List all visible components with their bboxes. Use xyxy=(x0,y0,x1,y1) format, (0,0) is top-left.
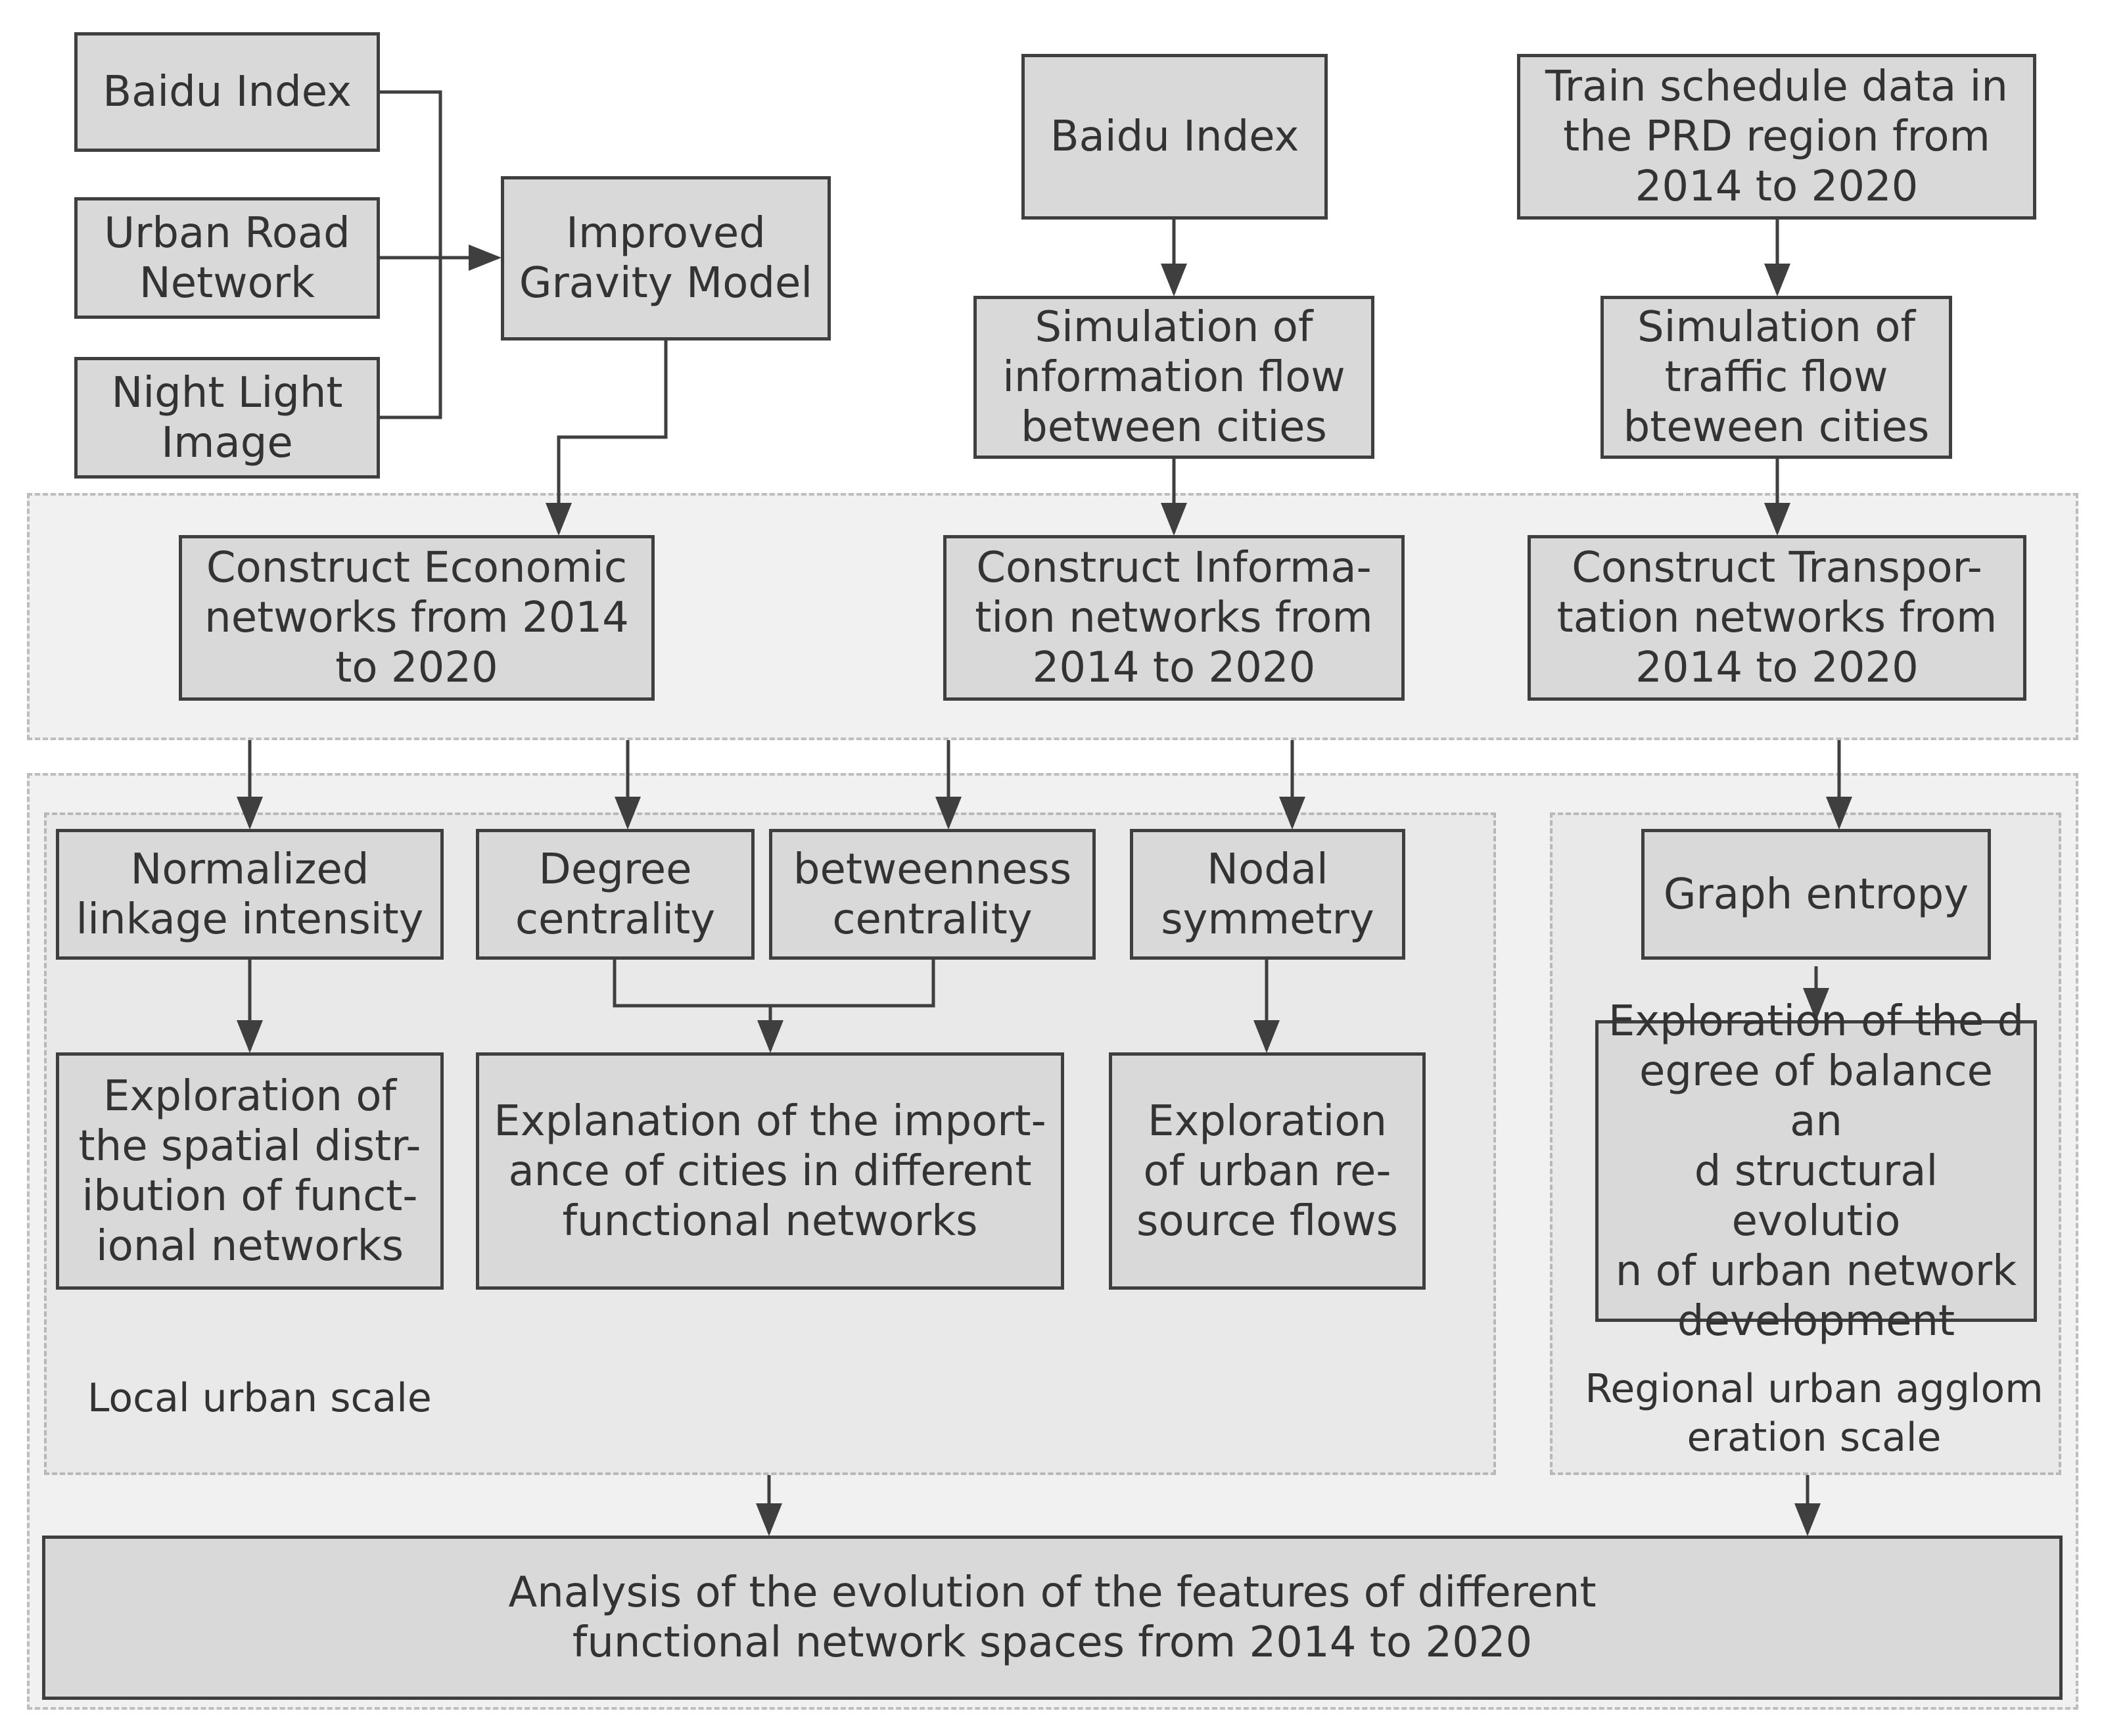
info-flow-simulation-box: Simulation of information flow between c… xyxy=(973,296,1374,459)
baidu-index-center-box: Baidu Index xyxy=(1021,54,1328,220)
improved-gravity-model-box: Improved Gravity Model xyxy=(501,176,831,340)
graph-entropy-box: Graph entropy xyxy=(1641,829,1991,960)
degree-centrality-box: Degree centrality xyxy=(476,829,755,960)
traffic-flow-simulation-box: Simulation of traffic flow bteween citie… xyxy=(1600,296,1952,459)
exploration-balance-box: Exploration of the d egree of balance an… xyxy=(1595,997,2037,1346)
transportation-network-box: Construct Transpor- tation networks from… xyxy=(1528,535,2026,701)
information-network-box: Construct Informa- tion networks from 20… xyxy=(943,535,1405,701)
exploration-spatial-box: Exploration of the spatial distr- ibutio… xyxy=(56,1052,444,1290)
local-urban-scale-label: Local urban scale xyxy=(87,1375,432,1421)
night-light-image-box: Night Light Image xyxy=(74,357,380,479)
normalized-linkage-box: Normalized linkage intensity xyxy=(56,829,444,960)
final-analysis-box: Analysis of the evolution of the feature… xyxy=(42,1536,2063,1700)
urban-road-network-box: Urban Road Network xyxy=(74,197,380,319)
economic-network-box: Construct Economic networks from 2014 to… xyxy=(179,535,655,701)
exploration-resource-box: Exploration of urban re- source flows xyxy=(1109,1052,1426,1290)
betweenness-centrality-box: betweenness centrality xyxy=(769,829,1096,960)
explanation-importance-box: Explanation of the import- ance of citie… xyxy=(476,1052,1064,1290)
regional-scale-label: Regional urban agglom eration scale xyxy=(1585,1366,2044,1461)
train-schedule-data-box: Train schedule data in the PRD region fr… xyxy=(1517,54,2036,220)
nodal-symmetry-box: Nodal symmetry xyxy=(1130,829,1405,960)
baidu-index-left-box: Baidu Index xyxy=(74,32,380,152)
